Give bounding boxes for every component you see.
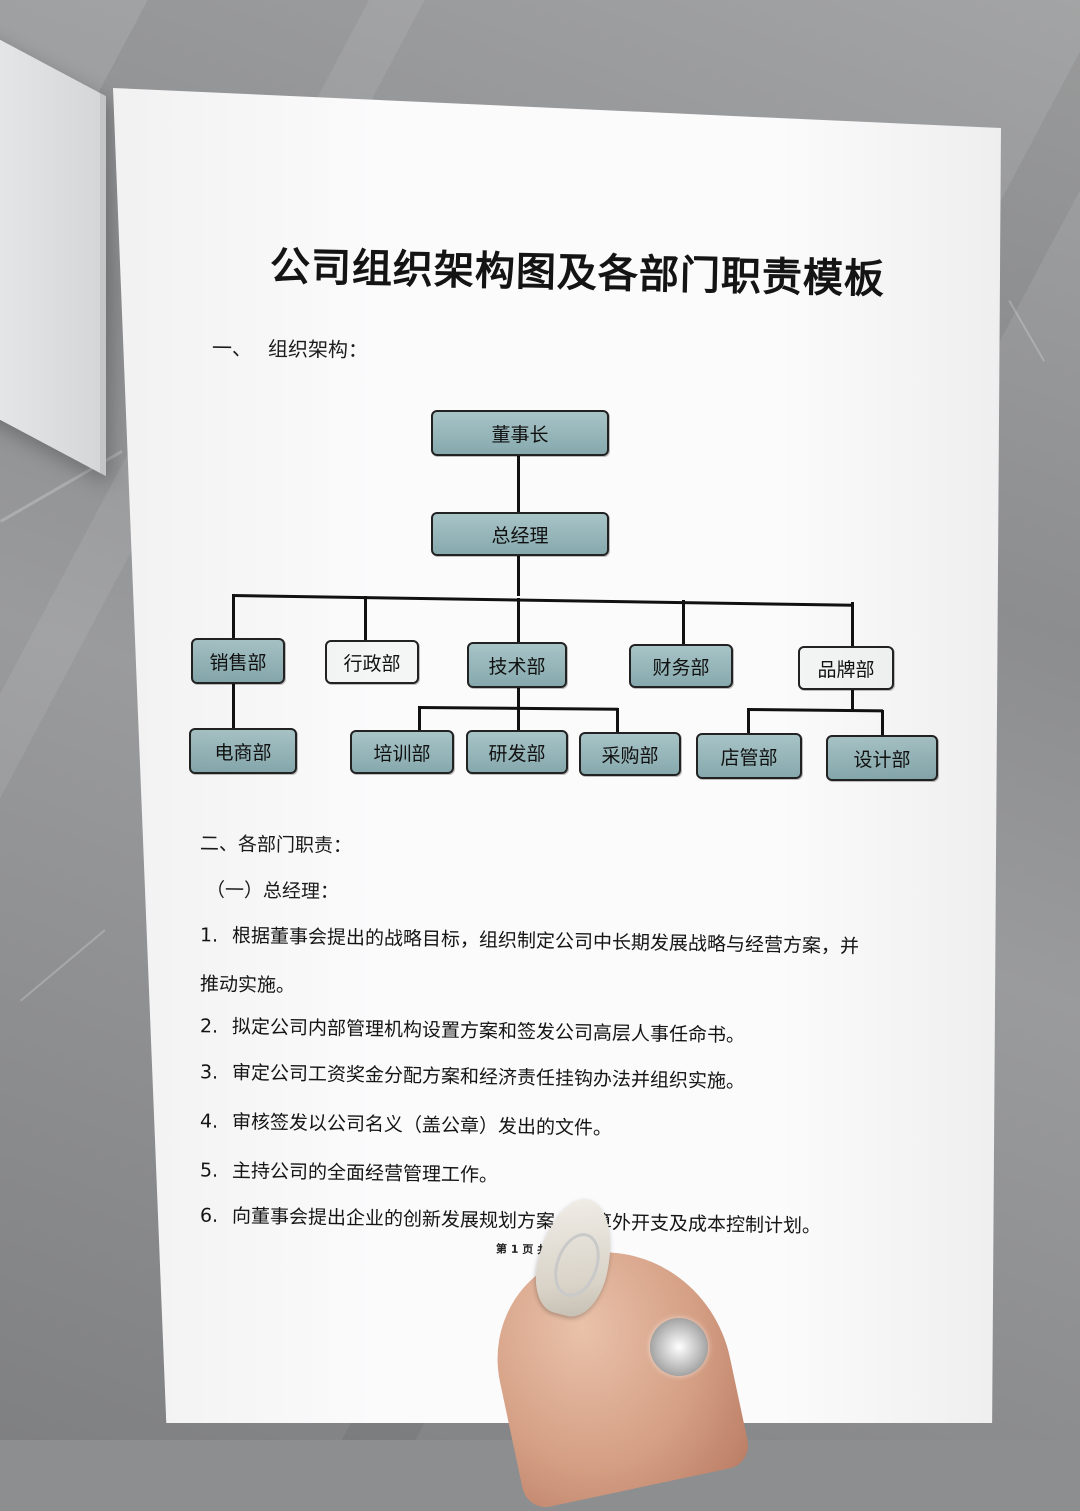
- duty-number: 3.: [199, 1061, 219, 1084]
- org-box-rnd: 研发部: [466, 730, 568, 774]
- org-box-admin: 行政部: [325, 640, 419, 684]
- duty-number: 6.: [199, 1204, 219, 1227]
- section-duties-heading: 二、各部门职责：: [199, 832, 353, 858]
- org-chart: 董事长 总经理 销售部 行政部 技术部 财务部 品牌部 电商部 培训部 研发部 …: [189, 410, 938, 781]
- org-box-design: 设计部: [826, 735, 938, 781]
- duty-number: 4.: [199, 1110, 219, 1133]
- duty-item-1-cont: 推动实施。: [200, 969, 295, 998]
- duty-number: 2.: [199, 1015, 219, 1038]
- org-box-tech: 技术部: [467, 642, 567, 688]
- white-cabinet: [0, 23, 106, 477]
- section-number: 一、: [211, 335, 253, 361]
- duty-text: 推动实施。: [199, 973, 296, 997]
- org-box-finance: 财务部: [629, 644, 733, 688]
- duty-number: 5.: [199, 1159, 219, 1182]
- org-box-sales: 销售部: [191, 638, 285, 684]
- org-box-general-manager: 总经理: [431, 512, 609, 556]
- org-box-brand: 品牌部: [798, 646, 894, 690]
- org-box-ecommerce: 电商部: [189, 728, 297, 774]
- section-org-heading: 一、组织架构：: [212, 332, 368, 363]
- org-box-procurement: 采购部: [579, 732, 681, 776]
- ring: [650, 1318, 708, 1376]
- duty-text: 主持公司的全面经营管理工作。: [231, 1159, 499, 1187]
- org-box-chairman: 董事长: [431, 410, 609, 456]
- org-box-store-management: 店管部: [696, 733, 802, 779]
- org-box-training: 培训部: [350, 730, 454, 774]
- subsection-gm-heading: （一）总经理：: [205, 878, 340, 904]
- duty-number: 1.: [199, 924, 219, 947]
- duty-item-5: 5. 主持公司的全面经营管理工作。: [200, 1155, 498, 1187]
- document-title: 公司组织架构图及各部门职责模板: [269, 244, 886, 303]
- section-label: 组织架构：: [267, 336, 369, 363]
